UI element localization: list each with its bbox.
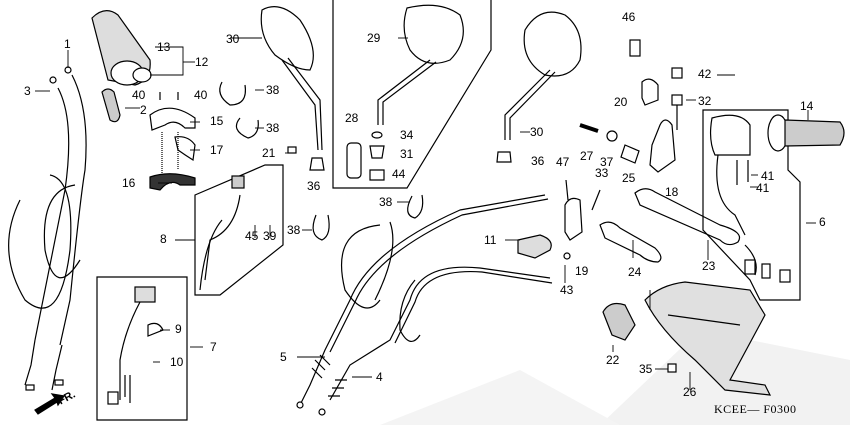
callout-38-d[interactable]: 38 [379, 195, 393, 209]
clip-drawing [219, 81, 247, 106]
callout-41-b[interactable]: 41 [756, 181, 770, 195]
callout-17[interactable]: 17 [210, 143, 224, 157]
callout-37[interactable]: 37 [600, 155, 614, 169]
callout-3[interactable]: 3 [24, 84, 31, 98]
callout-47[interactable]: 47 [556, 155, 570, 169]
callout-20[interactable]: 20 [614, 95, 628, 109]
boot-drawing [517, 234, 552, 259]
callout-15[interactable]: 15 [210, 114, 224, 128]
throttle-housing-drawing [149, 92, 196, 191]
callout-16[interactable]: 16 [122, 176, 136, 190]
callout-44[interactable]: 44 [392, 167, 406, 181]
brake-lever-drawing [634, 188, 741, 246]
callout-19[interactable]: 19 [575, 264, 589, 278]
left-grip-drawing [767, 114, 845, 152]
clutch-bracket-drawing [563, 179, 601, 260]
callout-36-a[interactable]: 36 [307, 179, 321, 193]
callout-28[interactable]: 28 [345, 111, 359, 125]
callout-1[interactable]: 1 [64, 37, 71, 51]
callout-43[interactable]: 43 [560, 283, 574, 297]
callout-5[interactable]: 5 [280, 350, 287, 364]
callout-4[interactable]: 4 [376, 370, 383, 384]
hand-guard-drawing [644, 281, 772, 396]
callout-10[interactable]: 10 [170, 355, 184, 369]
callout-40-b[interactable]: 40 [194, 88, 208, 102]
choke-cable-drawing [318, 266, 553, 416]
clip-drawing [407, 194, 424, 219]
callout-42[interactable]: 42 [698, 67, 712, 81]
callout-30-left[interactable]: 30 [226, 32, 240, 46]
callout-8[interactable]: 8 [160, 232, 167, 246]
mirror-right-drawing [496, 11, 582, 163]
option-mirror-box [332, 0, 492, 189]
callout-41-a[interactable]: 41 [761, 169, 775, 183]
callout-34[interactable]: 34 [400, 128, 414, 142]
callout-23[interactable]: 23 [702, 259, 716, 273]
callout-29[interactable]: 29 [367, 31, 381, 45]
callout-26[interactable]: 26 [683, 385, 697, 399]
callout-18[interactable]: 18 [665, 185, 679, 199]
clutch-switch-box [194, 164, 284, 296]
callout-33[interactable]: 33 [595, 166, 609, 180]
callout-22[interactable]: 22 [606, 353, 620, 367]
callout-13[interactable]: 13 [157, 40, 171, 54]
throttle-cables-drawing [8, 66, 87, 391]
hand-guard-cover-drawing [602, 302, 636, 341]
callout-12[interactable]: 12 [195, 55, 209, 69]
front-arrow-icon [34, 393, 66, 415]
callout-40-a[interactable]: 40 [132, 88, 146, 102]
callout-21[interactable]: 21 [262, 146, 276, 160]
callout-27[interactable]: 27 [580, 149, 594, 163]
leader-lines [35, 37, 816, 390]
callout-14[interactable]: 14 [800, 99, 814, 113]
diagram-code: KCEE— F0300 [714, 402, 797, 416]
callout-30-right[interactable]: 30 [530, 125, 544, 139]
callout-36-b[interactable]: 36 [531, 154, 545, 168]
grip-collar-drawing [101, 88, 121, 123]
callout-7[interactable]: 7 [210, 340, 217, 354]
master-cylinder-drawing [579, 39, 683, 173]
callout-25[interactable]: 25 [622, 171, 636, 185]
mirror-left-drawing [260, 6, 325, 171]
callout-39[interactable]: 39 [263, 229, 277, 243]
callout-35[interactable]: 35 [639, 362, 653, 376]
callout-9[interactable]: 9 [175, 322, 182, 336]
callout-38-b[interactable]: 38 [266, 121, 280, 135]
callout-38-c[interactable]: 38 [287, 223, 301, 237]
callout-24[interactable]: 24 [628, 265, 642, 279]
callout-6[interactable]: 6 [819, 215, 826, 229]
left-switch-box [96, 276, 188, 421]
callout-32[interactable]: 32 [698, 94, 712, 108]
callout-11[interactable]: 11 [484, 233, 497, 247]
callout-31[interactable]: 31 [400, 147, 414, 161]
callout-46[interactable]: 46 [622, 10, 636, 24]
callout-2[interactable]: 2 [140, 103, 147, 117]
callout-45[interactable]: 45 [245, 229, 259, 243]
callout-38-a[interactable]: 38 [266, 83, 280, 97]
clutch-lever-drawing [599, 221, 662, 263]
nut-drawing [667, 363, 677, 373]
clutch-cable-drawing [296, 194, 549, 409]
throttle-grip-drawing [91, 10, 152, 86]
watermark-shape [380, 370, 620, 425]
clip-drawing [312, 214, 330, 241]
